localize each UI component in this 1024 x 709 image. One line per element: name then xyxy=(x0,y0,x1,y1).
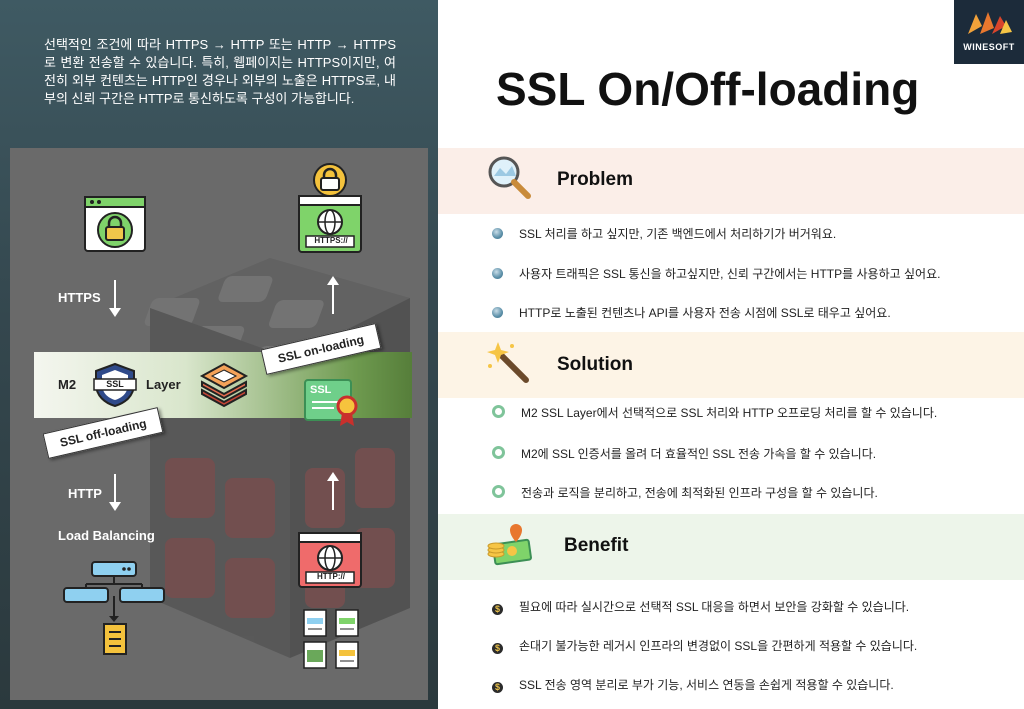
down-arrow-line-top xyxy=(114,280,116,310)
ssl-shield-icon: SSL xyxy=(92,362,138,413)
benefit-item: $ SSL 전송 영역 분리로 부가 기능, 서비스 연동을 손쉽게 적용할 수 … xyxy=(492,676,894,693)
layer-label: Layer xyxy=(146,377,181,392)
layers-stack-icon xyxy=(198,360,250,413)
http-browser-text: HTTP:// xyxy=(317,572,345,581)
up-arrow-line-bottom xyxy=(332,480,334,510)
https-label: HTTPS xyxy=(58,290,101,305)
logo-text: WINESOFT xyxy=(963,42,1015,52)
bullet-ring-icon xyxy=(492,446,505,459)
bullet-dot-icon xyxy=(492,268,503,279)
solution-header-band xyxy=(438,332,1024,398)
dollar-coin-icon: $ xyxy=(492,643,503,654)
benefit-item-text: 손대기 불가능한 레거시 인프라의 변경없이 SSL을 간편하게 적용할 수 있… xyxy=(519,639,918,653)
benefit-item-text: 필요에 따라 실시간으로 선택적 SSL 대응을 하면서 보안을 강화할 수 있… xyxy=(519,600,910,614)
problem-item: HTTP로 노출된 컨텐츠나 API를 사용자 전송 시점에 SSL로 태우고 … xyxy=(492,304,891,321)
solution-item-text: M2에 SSL 인증서를 올려 더 효율적인 SSL 전송 가속을 할 수 있습… xyxy=(521,447,877,461)
down-arrow-head-bottom xyxy=(109,502,121,511)
http-label: HTTP xyxy=(68,486,102,501)
problem-item-text: 사용자 트래픽은 SSL 통신을 하고싶지만, 신뢰 구간에서는 HTTP를 사… xyxy=(519,267,941,281)
benefit-item: $ 손대기 불가능한 레거시 인프라의 변경없이 SSL을 간편하게 적용할 수 … xyxy=(492,637,917,654)
load-balancer-icon xyxy=(62,560,166,661)
solution-item: 전송과 로직을 분리하고, 전송에 최적화된 인프라 구성을 할 수 있습니다. xyxy=(492,484,878,501)
solution-title: Solution xyxy=(557,354,633,375)
up-arrow-head-top xyxy=(327,276,339,285)
benefit-title: Benefit xyxy=(564,535,629,556)
content-files-icons xyxy=(302,608,362,675)
ssl-cert-text: SSL xyxy=(310,384,332,396)
solution-item: M2에 SSL 인증서를 올려 더 효율적인 SSL 전송 가속을 할 수 있습… xyxy=(492,445,876,462)
problem-item: 사용자 트래픽은 SSL 통신을 하고싶지만, 신뢰 구간에서는 HTTP를 사… xyxy=(492,265,940,282)
up-arrow-line-top xyxy=(332,284,334,314)
m2-label: M2 xyxy=(58,377,77,392)
lock-browser-icon xyxy=(84,196,146,257)
bullet-ring-icon xyxy=(492,405,505,418)
problem-title: Problem xyxy=(557,169,634,190)
problem-item-text: SSL 처리를 하고 싶지만, 기존 백엔드에서 처리하기가 버거워요. xyxy=(519,227,837,241)
benefit-item: $ 필요에 따라 실시간으로 선택적 SSL 대응을 하면서 보안을 강화할 수 … xyxy=(492,598,909,615)
dollar-coin-icon: $ xyxy=(492,682,503,693)
magnifier-icon xyxy=(486,154,532,205)
https-browser-icon: HTTPS:// xyxy=(298,162,362,259)
logo-mark-icon xyxy=(968,12,1012,34)
http-browser-icon: HTTP:// xyxy=(298,532,362,593)
ssl-shield-text: SSL xyxy=(106,379,124,389)
diagram-panel: HTTPS:// HTTPS M2 SSL Layer xyxy=(10,148,428,700)
money-icon xyxy=(486,520,534,573)
down-arrow-line-bottom xyxy=(114,474,116,504)
page-title: SSL On/Off-loading xyxy=(496,63,920,115)
solution-item: M2 SSL Layer에서 선택적으로 SSL 처리와 HTTP 오프로딩 처… xyxy=(492,404,937,421)
m2-ssl-layer-band: M2 SSL Layer xyxy=(34,352,412,426)
up-arrow-head-bottom xyxy=(327,472,339,481)
benefit-item-text: SSL 전송 영역 분리로 부가 기능, 서비스 연동을 손쉽게 적용할 수 있… xyxy=(519,678,894,692)
problem-header-band xyxy=(438,148,1024,214)
problem-item: SSL 처리를 하고 싶지만, 기존 백엔드에서 처리하기가 버거워요. xyxy=(492,225,836,242)
solution-item-text: M2 SSL Layer에서 선택적으로 SSL 처리와 HTTP 오프로딩 처… xyxy=(521,406,938,420)
bullet-ring-icon xyxy=(492,485,505,498)
left-panel: 선택적인 조건에 따라 HTTPS → HTTP 또는 HTTP → HTTPS… xyxy=(0,0,438,709)
dollar-coin-icon: $ xyxy=(492,604,503,615)
benefit-header-band xyxy=(438,514,1024,580)
problem-item-text: HTTP로 노출된 컨텐츠나 API를 사용자 전송 시점에 SSL로 태우고 … xyxy=(519,306,891,320)
ssl-certificate-icon: SSL xyxy=(304,376,360,433)
intro-paragraph: 선택적인 조건에 따라 HTTPS → HTTP 또는 HTTP → HTTPS… xyxy=(44,37,396,106)
load-balancing-label: Load Balancing xyxy=(58,528,155,543)
https-browser-text: HTTPS:// xyxy=(314,236,348,245)
winesoft-logo: WINESOFT xyxy=(954,0,1024,64)
magic-wand-icon xyxy=(486,340,532,391)
down-arrow-head-top xyxy=(109,308,121,317)
solution-item-text: 전송과 로직을 분리하고, 전송에 최적화된 인프라 구성을 할 수 있습니다. xyxy=(521,486,878,500)
bullet-dot-icon xyxy=(492,228,503,239)
bullet-dot-icon xyxy=(492,307,503,318)
